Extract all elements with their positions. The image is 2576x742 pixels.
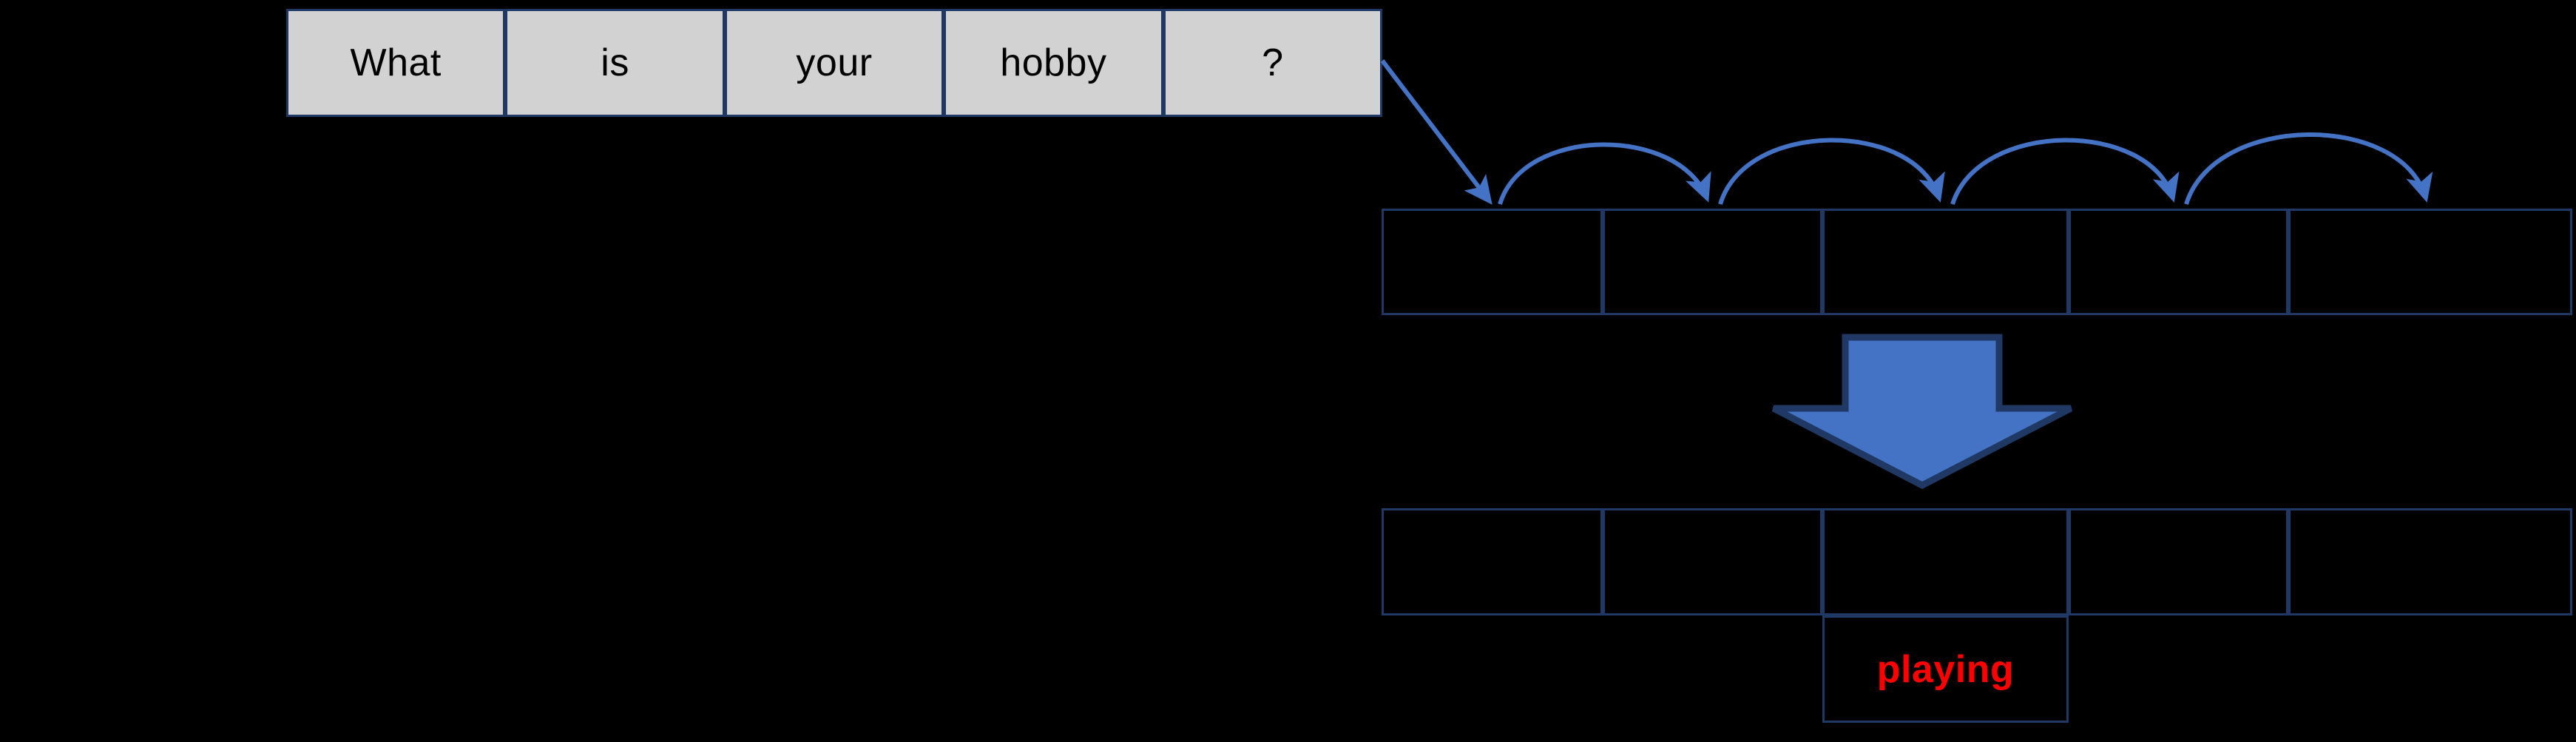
recurrence-arc-4 bbox=[2184, 132, 2433, 205]
decoder-cell-2[interactable] bbox=[1822, 508, 2069, 615]
decoder-cell-1[interactable] bbox=[1603, 508, 1822, 615]
source-token-cell-1[interactable]: is bbox=[505, 9, 725, 117]
source-token-cell-label-4: ? bbox=[1262, 41, 1284, 84]
encoder-cell-4[interactable] bbox=[2288, 209, 2572, 315]
predicted-token-cell[interactable]: playing bbox=[1822, 615, 2069, 723]
decoder-cell-0[interactable] bbox=[1382, 508, 1603, 615]
source-token-cell-3[interactable]: hobby bbox=[944, 9, 1163, 117]
source-token-cell-label-1: is bbox=[601, 41, 629, 84]
recurrence-arc-3 bbox=[1950, 138, 2180, 205]
source-token-cell-0[interactable]: What bbox=[286, 9, 506, 117]
predicted-token-label: playing bbox=[1876, 647, 2015, 691]
encoder-cell-3[interactable] bbox=[2069, 209, 2288, 315]
source-token-cell-label-2: your bbox=[796, 41, 873, 84]
source-to-encoder-arrow bbox=[1380, 59, 1492, 205]
encoder-cell-0[interactable] bbox=[1382, 209, 1603, 315]
recurrence-arc-1 bbox=[1498, 142, 1711, 205]
source-token-cell-4[interactable]: ? bbox=[1163, 9, 1382, 117]
recurrence-arc-2 bbox=[1718, 138, 1945, 205]
source-token-cell-label-3: hobby bbox=[1000, 41, 1107, 84]
encoder-to-decoder-block-arrow bbox=[1771, 334, 2073, 490]
source-token-cell-label-0: What bbox=[350, 41, 442, 84]
encoder-cell-2[interactable] bbox=[1822, 209, 2069, 315]
source-token-cell-2[interactable]: your bbox=[724, 9, 944, 117]
decoder-cell-4[interactable] bbox=[2288, 508, 2572, 615]
encoder-cell-1[interactable] bbox=[1603, 209, 1822, 315]
decoder-cell-3[interactable] bbox=[2069, 508, 2288, 615]
